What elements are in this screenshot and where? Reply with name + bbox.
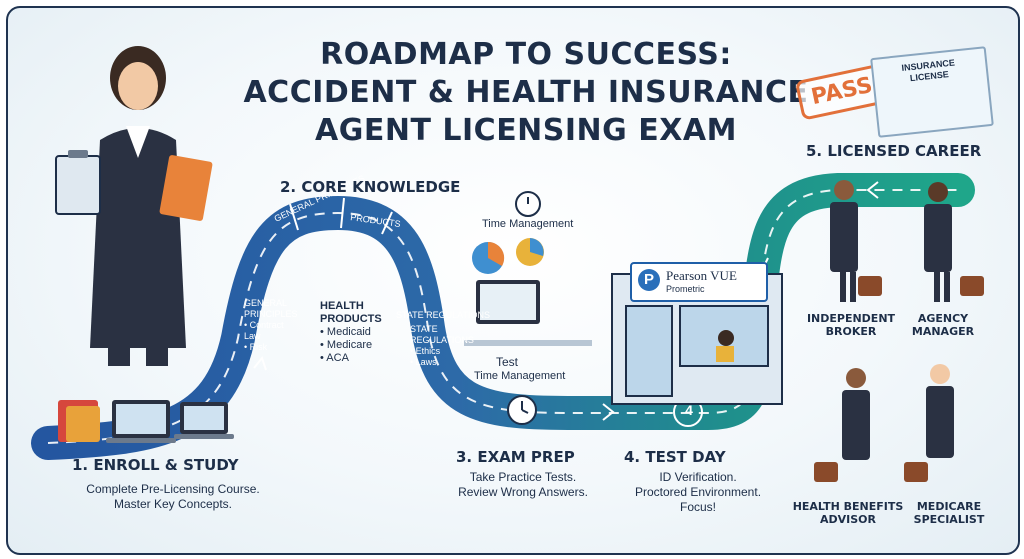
role-2-line-2: MANAGER (911, 325, 975, 338)
health-products-card: HEALTH PRODUCTS • Medicaid • Medicare • … (320, 300, 382, 365)
general-title-1: GENERAL (244, 298, 288, 308)
step-1-desc-line-1: Complete Pre-Licensing Course. (86, 482, 260, 496)
pearson-vue-text: Pearson VUE (666, 268, 737, 283)
agent-woman-illustration (55, 46, 213, 366)
step-4-desc-line-3: Focus! (679, 500, 716, 514)
step-3-description: Take Practice Tests. Review Wrong Answer… (438, 470, 608, 500)
career-figures (814, 180, 984, 482)
role-independent-broker: INDEPENDENT BROKER (806, 312, 896, 338)
test-label: Test (496, 355, 519, 369)
title-line-3: AGENT LICENSING EXAM (315, 113, 737, 148)
role-medicare-specialist: MEDICARE SPECIALIST (904, 500, 994, 526)
state-regulations-card: STATE REGULATIONS • Ethics • Laws (410, 324, 474, 368)
pearson-vue-sign: P Pearson VUE Prometric (630, 262, 768, 302)
role-1-line-1: INDEPENDENT (806, 312, 896, 325)
time-management-top: Time Management (482, 218, 574, 230)
health-item-1: • Medicaid (320, 326, 371, 338)
step-3-desc-line-2: Review Wrong Answers. (458, 485, 588, 499)
role-3-line-1: HEALTH BENEFITS (792, 500, 904, 513)
state-item-1: • Ethics (410, 346, 441, 356)
step-4-description: ID Verification. Proctored Environment. … (608, 470, 788, 515)
state-item-2: • Laws (410, 357, 437, 367)
general-title-2: PRINCIPLES (244, 309, 298, 319)
role-agency-manager: AGENCY MANAGER (898, 312, 988, 338)
role-1-line-2: BROKER (825, 325, 877, 338)
step-4-desc-line-2: Proctored Environment. (634, 485, 762, 499)
pearson-logo-icon: P (638, 269, 660, 291)
general-item-3: • Risk (244, 342, 268, 352)
role-4-line-1: MEDICARE (916, 500, 982, 513)
page-title: ROADMAP TO SUCCESS: ACCIDENT & HEALTH IN… (226, 36, 826, 150)
step-2-label: 2. CORE KNOWLEDGE (280, 178, 461, 196)
title-line-1: ROADMAP TO SUCCESS: (320, 37, 732, 72)
step-5-label: 5. LICENSED CAREER (806, 142, 982, 160)
arch-state-text: STATE REGULATIONS (396, 310, 491, 320)
time-management-bottom: Time Management (474, 370, 566, 382)
role-3-line-2: ADVISOR (820, 513, 876, 526)
step-1-label: 1. ENROLL & STUDY (72, 456, 239, 474)
general-item-1: • Contract (244, 320, 284, 330)
step-4-desc-line-1: ID Verification. (659, 470, 737, 484)
health-item-2: • Medicare (320, 339, 373, 351)
insurance-license-certificate: INSURANCE LICENSE (870, 46, 994, 138)
role-4-line-2: SPECIALIST (913, 513, 985, 526)
road-number-4: 4 (685, 402, 693, 418)
general-principles-card: GENERAL PRINCIPLES • Contract Law • Risk (244, 298, 298, 353)
role-2-line-1: AGENCY (917, 312, 969, 325)
health-item-3: • ACA (320, 352, 349, 364)
state-title-1: STATE (410, 324, 438, 334)
infographic-frame: GENERAL PRINCIPLES PRODUCTS (6, 6, 1020, 555)
step-1-desc-line-2: Master Key Concepts. (113, 497, 233, 511)
prometric-text: Prometric (666, 284, 705, 294)
health-title-2: PRODUCTS (320, 313, 382, 325)
role-health-benefits-advisor: HEALTH BENEFITS ADVISOR (790, 500, 906, 526)
title-line-2: ACCIDENT & HEALTH INSURANCE (243, 75, 809, 110)
step-3-label: 3. EXAM PREP (456, 448, 575, 466)
step-3-desc-line-1: Take Practice Tests. (469, 470, 577, 484)
state-title-2: REGULATIONS (410, 335, 474, 345)
step-4-label: 4. TEST DAY (624, 448, 726, 466)
step-1-description: Complete Pre-Licensing Course. Master Ke… (58, 482, 288, 512)
general-item-2: Law (244, 331, 261, 341)
health-title-1: HEALTH (320, 300, 364, 312)
